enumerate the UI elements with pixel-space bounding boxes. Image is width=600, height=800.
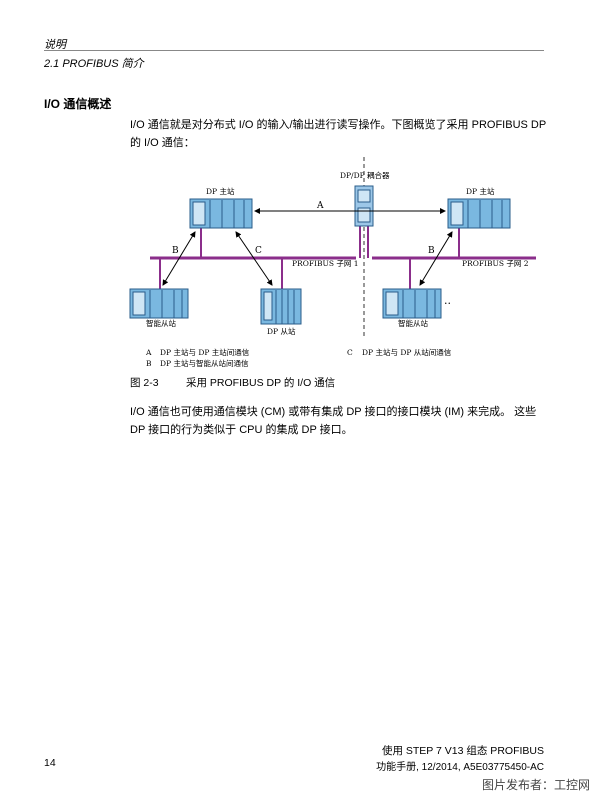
legend-b-key: B	[146, 359, 152, 368]
arrow-b-left-label: B	[172, 246, 179, 256]
arrow-c-label: C	[255, 246, 262, 256]
arrow-b-right-label: B	[428, 246, 435, 256]
master-right-label: DP 主站	[466, 186, 495, 196]
caption-number: 图 2-3	[130, 377, 159, 389]
dp-master-right	[447, 198, 511, 229]
master-left-label: DP 主站	[206, 186, 235, 196]
subnet-2-label: PROFIBUS 子网 2	[462, 259, 529, 268]
figure-caption: 图 2-3 采用 PROFIBUS DP 的 I/O 通信	[130, 375, 335, 390]
body-paragraph: I/O 通信也可使用通信模块 (CM) 或带有集成 DP 接口的接口模块 (IM…	[130, 406, 537, 436]
watermark: 图片发布者：工控网	[481, 778, 590, 792]
footer-title: 使用 STEP 7 V13 组态 PROFIBUS	[381, 745, 544, 757]
dp-master-left	[189, 198, 253, 229]
footer-manual: 功能手册, 12/2014, A5E03775450-AC	[376, 762, 544, 773]
coupler-label: DP/DP 耦合器	[340, 170, 390, 180]
intelligent-slave-left	[129, 288, 189, 319]
header-chapter: 说明	[44, 39, 66, 51]
intelligent-slave-right	[382, 288, 442, 319]
legend-a-text: DP 主站与 DP 主站间通信	[160, 347, 250, 357]
header-section: 2.1 PROFIBUS 简介	[44, 58, 144, 70]
intro-paragraph: I/O 通信就是对分布式 I/O 的输入/输出进行读写操作。下图概览了采用 PR…	[130, 119, 546, 149]
subnet-1-label: PROFIBUS 子网 1	[292, 259, 359, 268]
intelligent-slave-right-label: 智能从站	[398, 318, 428, 328]
dp-slave	[260, 288, 302, 325]
intelligent-slave-left-label: 智能从站	[146, 318, 176, 328]
legend-a-key: A	[145, 348, 152, 357]
legend-b-text: DP 主站与智能从站间通信	[160, 358, 249, 368]
legend-c-key: C	[347, 348, 353, 357]
caption-text: 采用 PROFIBUS DP 的 I/O 通信	[186, 377, 336, 389]
arrow-c	[235, 231, 273, 286]
arrow-a-label: A	[316, 201, 324, 211]
ellipsis: ..	[444, 294, 451, 307]
section-title: I/O 通信概述	[44, 97, 112, 111]
header-rule	[44, 50, 544, 51]
arrow-b-right	[419, 231, 453, 286]
dp-slave-label: DP 从站	[267, 326, 296, 336]
legend-c-text: DP 主站与 DP 从站间通信	[362, 347, 452, 357]
arrow-b-left	[162, 231, 196, 286]
page-number: 14	[44, 757, 56, 769]
dp-dp-coupler	[354, 185, 374, 227]
